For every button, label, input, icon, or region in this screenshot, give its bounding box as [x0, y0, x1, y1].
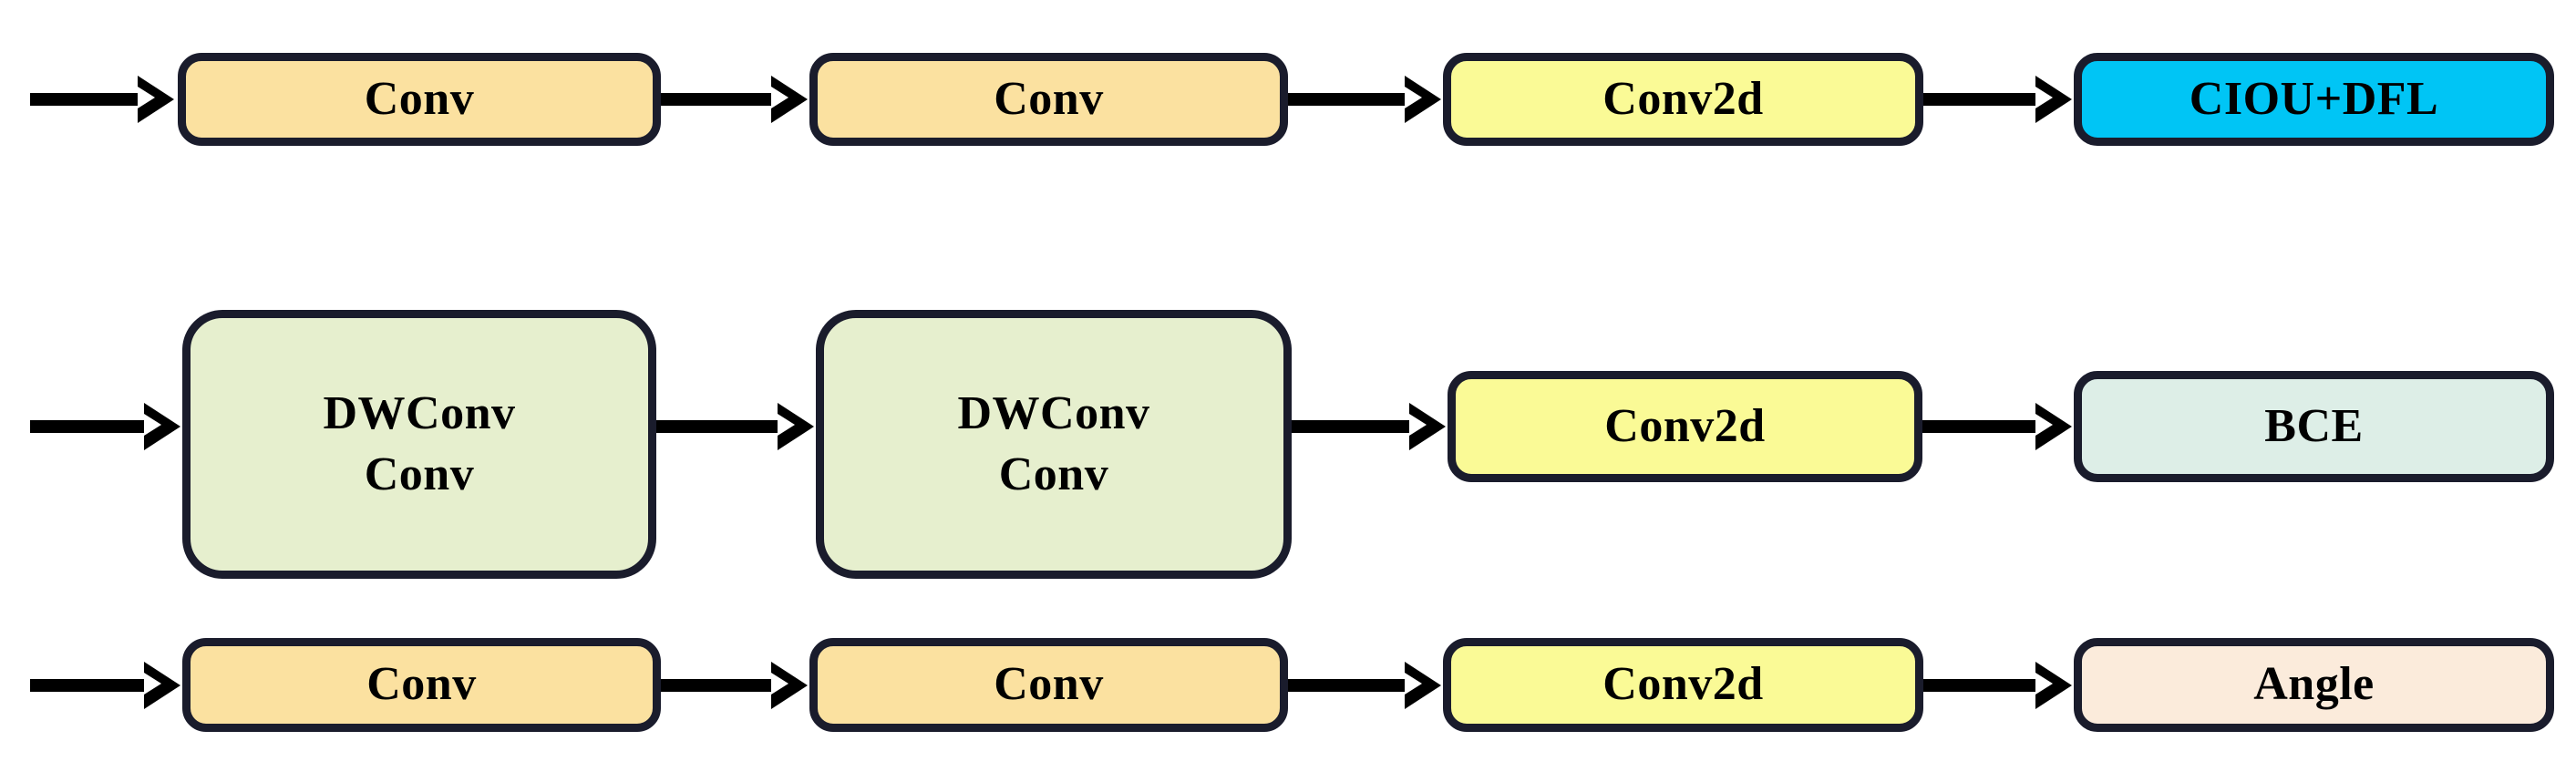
node-row3-loss[interactable]: Angle: [2074, 638, 2554, 732]
node-label-line-2: Conv: [364, 448, 475, 500]
node-row2-dwconv-2[interactable]: DWConv Conv: [816, 310, 1292, 579]
node-label-line-2: Conv: [998, 448, 1109, 500]
node-row2-conv2d[interactable]: Conv2d: [1448, 371, 1922, 482]
node-label: CIOU+DFL: [2189, 72, 2439, 125]
node-label: BCE: [2264, 399, 2364, 452]
node-label: Conv2d: [1604, 399, 1766, 452]
node-row1-loss[interactable]: CIOU+DFL: [2074, 53, 2554, 146]
node-row3-conv-2[interactable]: Conv: [809, 638, 1288, 732]
node-row1-conv-1[interactable]: Conv: [178, 53, 661, 146]
node-label: Conv: [994, 658, 1104, 711]
node-label: Conv2d: [1602, 658, 1764, 711]
node-row2-dwconv-1[interactable]: DWConv Conv: [182, 310, 656, 579]
node-label: Conv: [364, 72, 475, 125]
node-label: Conv: [994, 72, 1104, 125]
node-row1-conv2d[interactable]: Conv2d: [1443, 53, 1923, 146]
node-row1-conv-2[interactable]: Conv: [809, 53, 1288, 146]
node-row3-conv-1[interactable]: Conv: [182, 638, 661, 732]
node-label: Conv: [366, 658, 477, 711]
node-label-line-1: DWConv: [323, 386, 516, 439]
node-label-line-1: DWConv: [957, 386, 1150, 439]
node-row3-conv2d[interactable]: Conv2d: [1443, 638, 1923, 732]
node-label: Angle: [2253, 658, 2375, 711]
node-label: Conv2d: [1602, 72, 1764, 125]
node-row2-loss[interactable]: BCE: [2074, 371, 2554, 482]
